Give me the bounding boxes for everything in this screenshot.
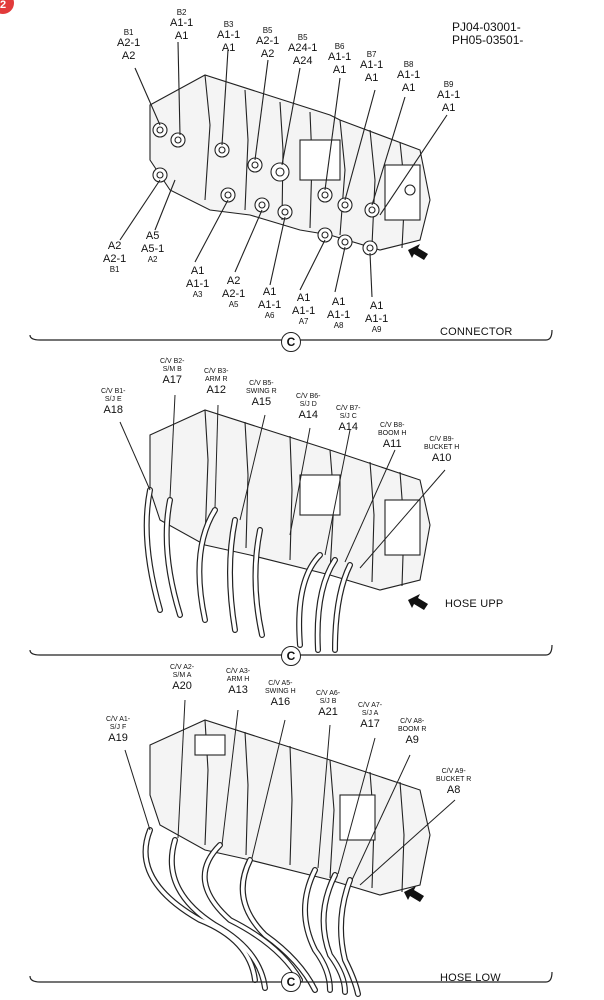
hose-low-drawing	[29, 699, 553, 997]
part-number-2: PH05-03501-	[452, 33, 524, 47]
hose-upp-drawing	[29, 394, 553, 656]
hose-upp-circle-c: C	[281, 646, 301, 666]
connector-valve-drawing	[29, 41, 553, 341]
connector-caption: CONNECTOR	[440, 326, 513, 338]
part-number-1: PJ04-03001-	[452, 20, 521, 34]
hose-low-caption: HOSE LOW	[440, 972, 501, 984]
hose-low-circle-c: C	[281, 972, 301, 992]
connector-circle-c: C	[281, 332, 301, 352]
page-corner-badge: 2	[0, 0, 14, 14]
hose-upp-caption: HOSE UPP	[445, 598, 504, 610]
